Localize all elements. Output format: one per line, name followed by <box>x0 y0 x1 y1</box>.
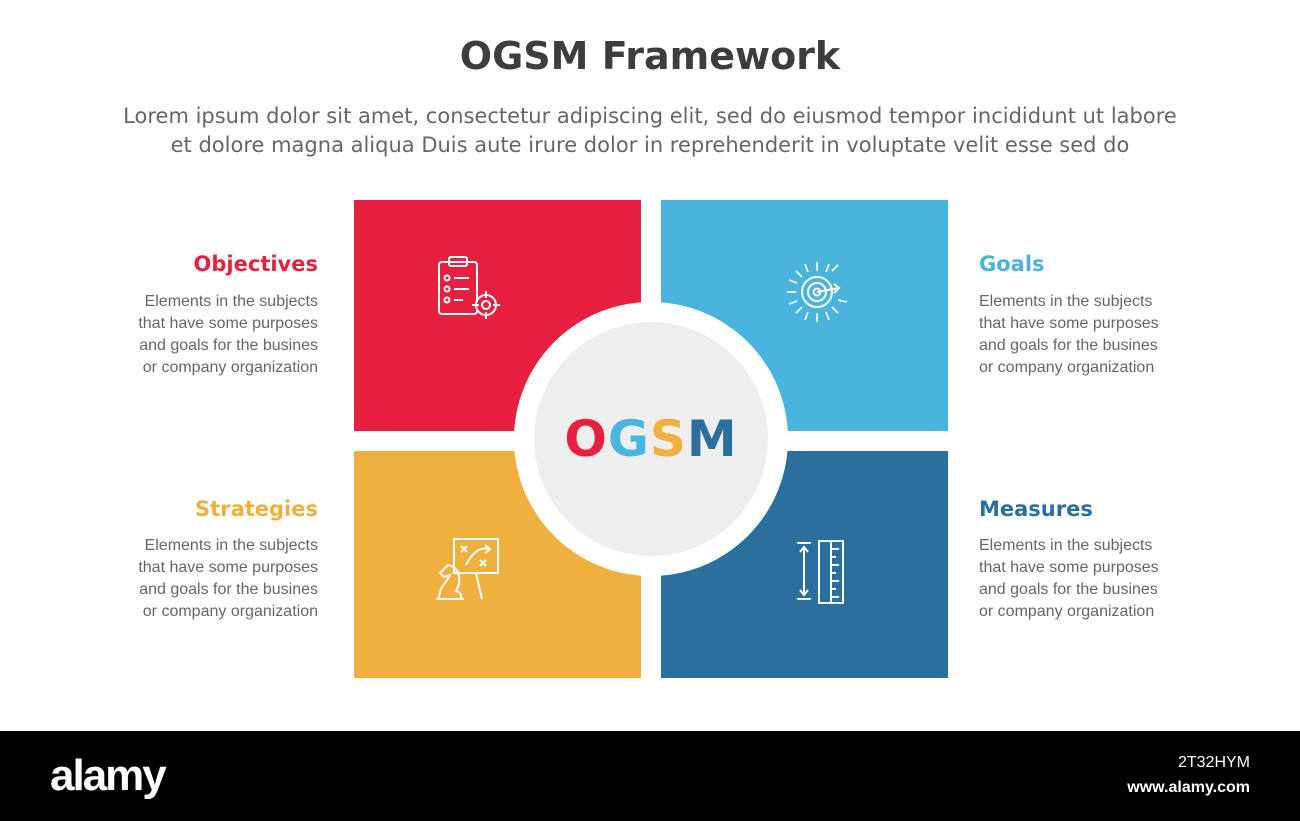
footer-logo: alamy <box>50 751 167 800</box>
ogsm-letter-g: G <box>607 410 650 468</box>
goals-description: Elements in the subjects that have some … <box>979 291 1239 379</box>
measures-line-2: that have some purposes <box>979 559 1159 576</box>
strategies-line-4: or company organization <box>142 603 318 620</box>
clipboard-target-icon <box>438 256 500 319</box>
strategies-line-2: that have some purposes <box>138 559 318 576</box>
goals-line-1: Elements in the subjects <box>979 293 1153 310</box>
page-title: OGSM Framework <box>459 34 841 78</box>
goals-line-3: and goals for the busines <box>979 337 1158 354</box>
subtitle-line-1: Lorem ipsum dolor sit amet, consectetur … <box>123 104 1177 128</box>
objectives-line-1: Elements in the subjects <box>144 293 318 310</box>
measures-line-4: or company organization <box>979 603 1155 620</box>
goals-line-4: or company organization <box>979 359 1155 376</box>
strategies-description: Elements in the subjects that have some … <box>58 535 318 623</box>
footer-image-id: 2T32HYM <box>1177 754 1250 771</box>
objectives-description: Elements in the subjects that have some … <box>58 291 318 379</box>
chess-board-strategy-icon <box>436 538 499 600</box>
subtitle-line-2: et dolore magna aliqua Duis aute irure d… <box>170 133 1130 157</box>
objectives-line-4: or company organization <box>142 359 318 376</box>
footer-url[interactable]: www.alamy.com <box>1127 779 1250 796</box>
center-circle-inner: OGSM <box>534 322 768 556</box>
measures-line-3: and goals for the busines <box>979 581 1158 598</box>
strategies-line-1: Elements in the subjects <box>144 537 318 554</box>
footer-bar: alamy 2T32HYM www.alamy.com <box>0 731 1300 821</box>
ruler-measure-icon <box>797 540 844 604</box>
goals-heading: Goals <box>979 252 1045 276</box>
strategies-line-3: and goals for the busines <box>139 581 318 598</box>
ogsm-letter-m: M <box>686 410 738 468</box>
measures-heading: Measures <box>979 497 1093 521</box>
ogsm-letter-s: S <box>649 410 687 468</box>
ogsm-letter-o: O <box>564 410 608 468</box>
objectives-line-2: that have some purposes <box>138 315 318 332</box>
objectives-line-3: and goals for the busines <box>139 337 318 354</box>
strategies-heading: Strategies <box>195 497 318 521</box>
goals-line-2: that have some purposes <box>979 315 1159 332</box>
objectives-heading: Objectives <box>193 252 318 276</box>
measures-description: Elements in the subjects that have some … <box>979 535 1239 623</box>
page-subtitle: Lorem ipsum dolor sit amet, consectetur … <box>60 102 1240 160</box>
ogsm-label: OGSM <box>564 410 737 468</box>
measures-line-1: Elements in the subjects <box>979 537 1153 554</box>
center-circle: OGSM <box>514 302 788 576</box>
target-arrow-icon <box>787 262 848 322</box>
